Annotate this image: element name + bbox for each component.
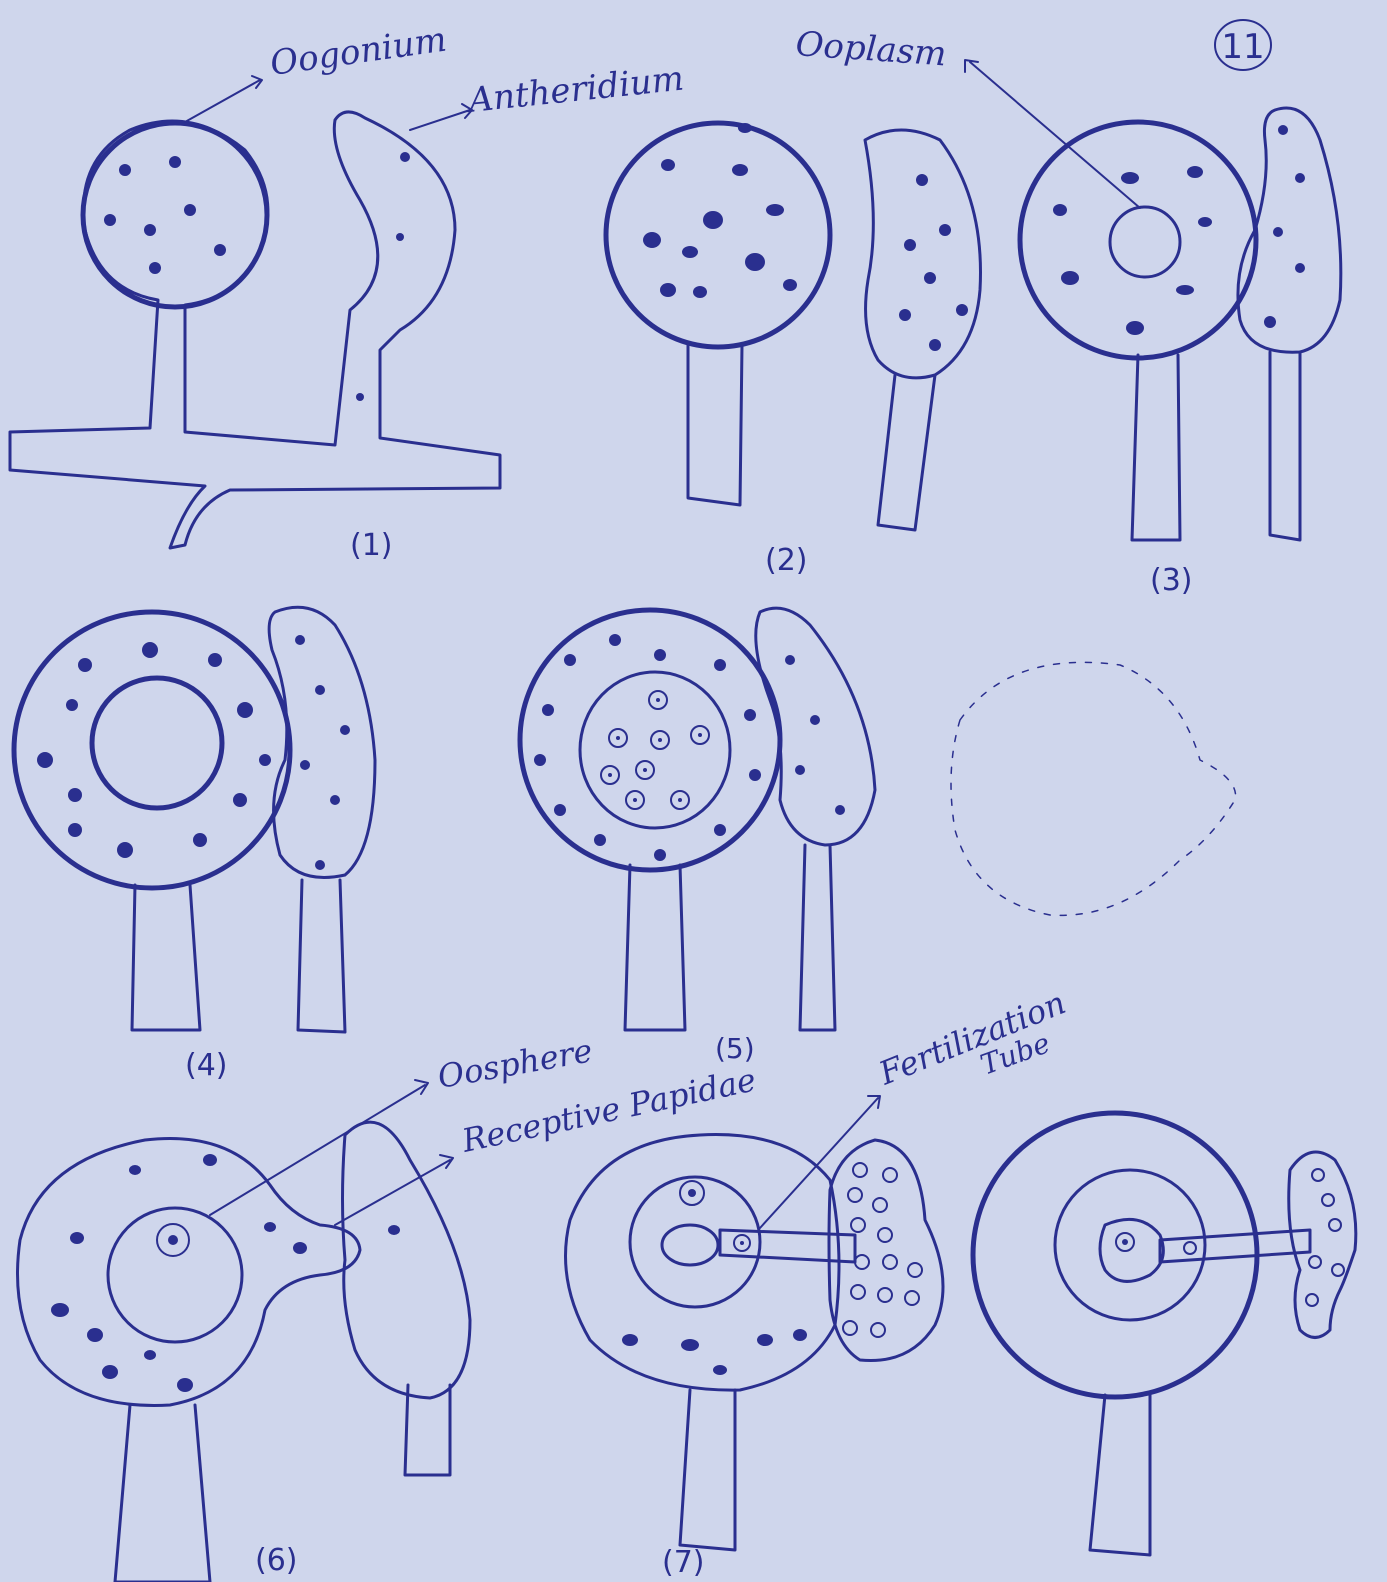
antheridium <box>829 1140 943 1361</box>
antheridium <box>269 607 375 877</box>
stage-4-number: (4) <box>185 1048 228 1083</box>
antheridium-label: Antheridium <box>464 59 686 122</box>
receptive-papilla-arrow <box>335 1155 453 1225</box>
oosphere-label: Oosphere <box>435 1031 595 1096</box>
faint-outline <box>951 662 1236 915</box>
nuclei <box>643 123 968 351</box>
antheridium-stalk <box>1270 352 1300 540</box>
stage-5: (5) <box>520 608 875 1065</box>
fertilization-tube <box>1160 1230 1310 1262</box>
nuclei <box>104 152 410 401</box>
nuclei <box>37 635 350 870</box>
stage-2-number: (2) <box>765 543 808 578</box>
nuclei <box>622 1329 807 1375</box>
oogonium-wall <box>973 1113 1257 1397</box>
stage-6-number: (6) <box>255 1543 298 1578</box>
stage-3-number: (3) <box>1150 563 1193 598</box>
stage-3: Ooplasm (3) <box>794 24 1340 598</box>
stage-1: Oogonium Antheridium (1) <box>10 20 686 563</box>
antheridium-stalk <box>878 375 935 530</box>
antheridium-arrow <box>410 104 472 130</box>
ooplasm-label: Ooplasm <box>794 24 947 74</box>
antheridium <box>865 130 981 378</box>
zygote-nucleus <box>1100 1219 1163 1281</box>
hypha-stage-1 <box>10 112 500 548</box>
male-nuclei <box>1306 1169 1344 1306</box>
oosphere <box>1055 1170 1205 1320</box>
antheridium <box>343 1122 471 1398</box>
ooplasm <box>580 672 730 828</box>
stage-2: (2) <box>606 123 981 578</box>
oogonium-stalk <box>115 1405 210 1582</box>
oogonium-stalk <box>1090 1395 1150 1555</box>
nuclei <box>51 1154 400 1392</box>
oogonium-arrow <box>185 76 262 122</box>
page-number: 11 <box>1221 27 1264 67</box>
stage-6: Oosphere Receptive Papidae (6) <box>18 1031 760 1582</box>
oosphere <box>108 1208 242 1342</box>
oogonium-stalk <box>680 1390 735 1550</box>
antheridium <box>1238 108 1341 352</box>
page-number-badge: 11 <box>1215 20 1271 70</box>
fusion-nucleus <box>662 1225 718 1265</box>
stage-7: Fertilization Tube (7) <box>566 983 1071 1580</box>
stage-4: (4) <box>14 607 375 1083</box>
stage-7-number: (7) <box>662 1545 705 1580</box>
oogonium-with-receptive-papilla <box>18 1138 361 1405</box>
ooplasm <box>1110 207 1180 277</box>
oogonium-stalk <box>688 345 742 505</box>
fertilization-tube-arrow <box>760 1096 880 1228</box>
oogonium-wall <box>606 123 830 347</box>
oogonium-stalk <box>625 865 685 1030</box>
oosphere-arrow <box>210 1080 428 1215</box>
antheridium <box>756 608 875 845</box>
stage-1-number: (1) <box>350 528 393 563</box>
antheridium-stalk <box>298 880 345 1032</box>
oogonium-stalk <box>1132 355 1180 540</box>
ooplasm <box>92 678 222 808</box>
oogonium-stalk <box>132 885 200 1030</box>
ooplasm-arrow <box>965 60 1140 208</box>
stage-8 <box>973 1113 1356 1555</box>
oogonium-label: Oogonium <box>268 20 449 84</box>
antheridium-stalk <box>800 845 835 1030</box>
